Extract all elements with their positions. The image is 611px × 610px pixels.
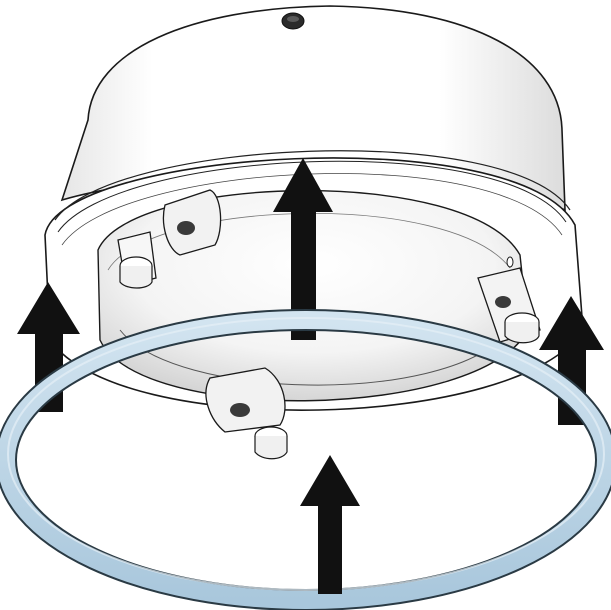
arrow-bottom-stem xyxy=(318,506,342,594)
bottom-clip xyxy=(206,368,287,459)
